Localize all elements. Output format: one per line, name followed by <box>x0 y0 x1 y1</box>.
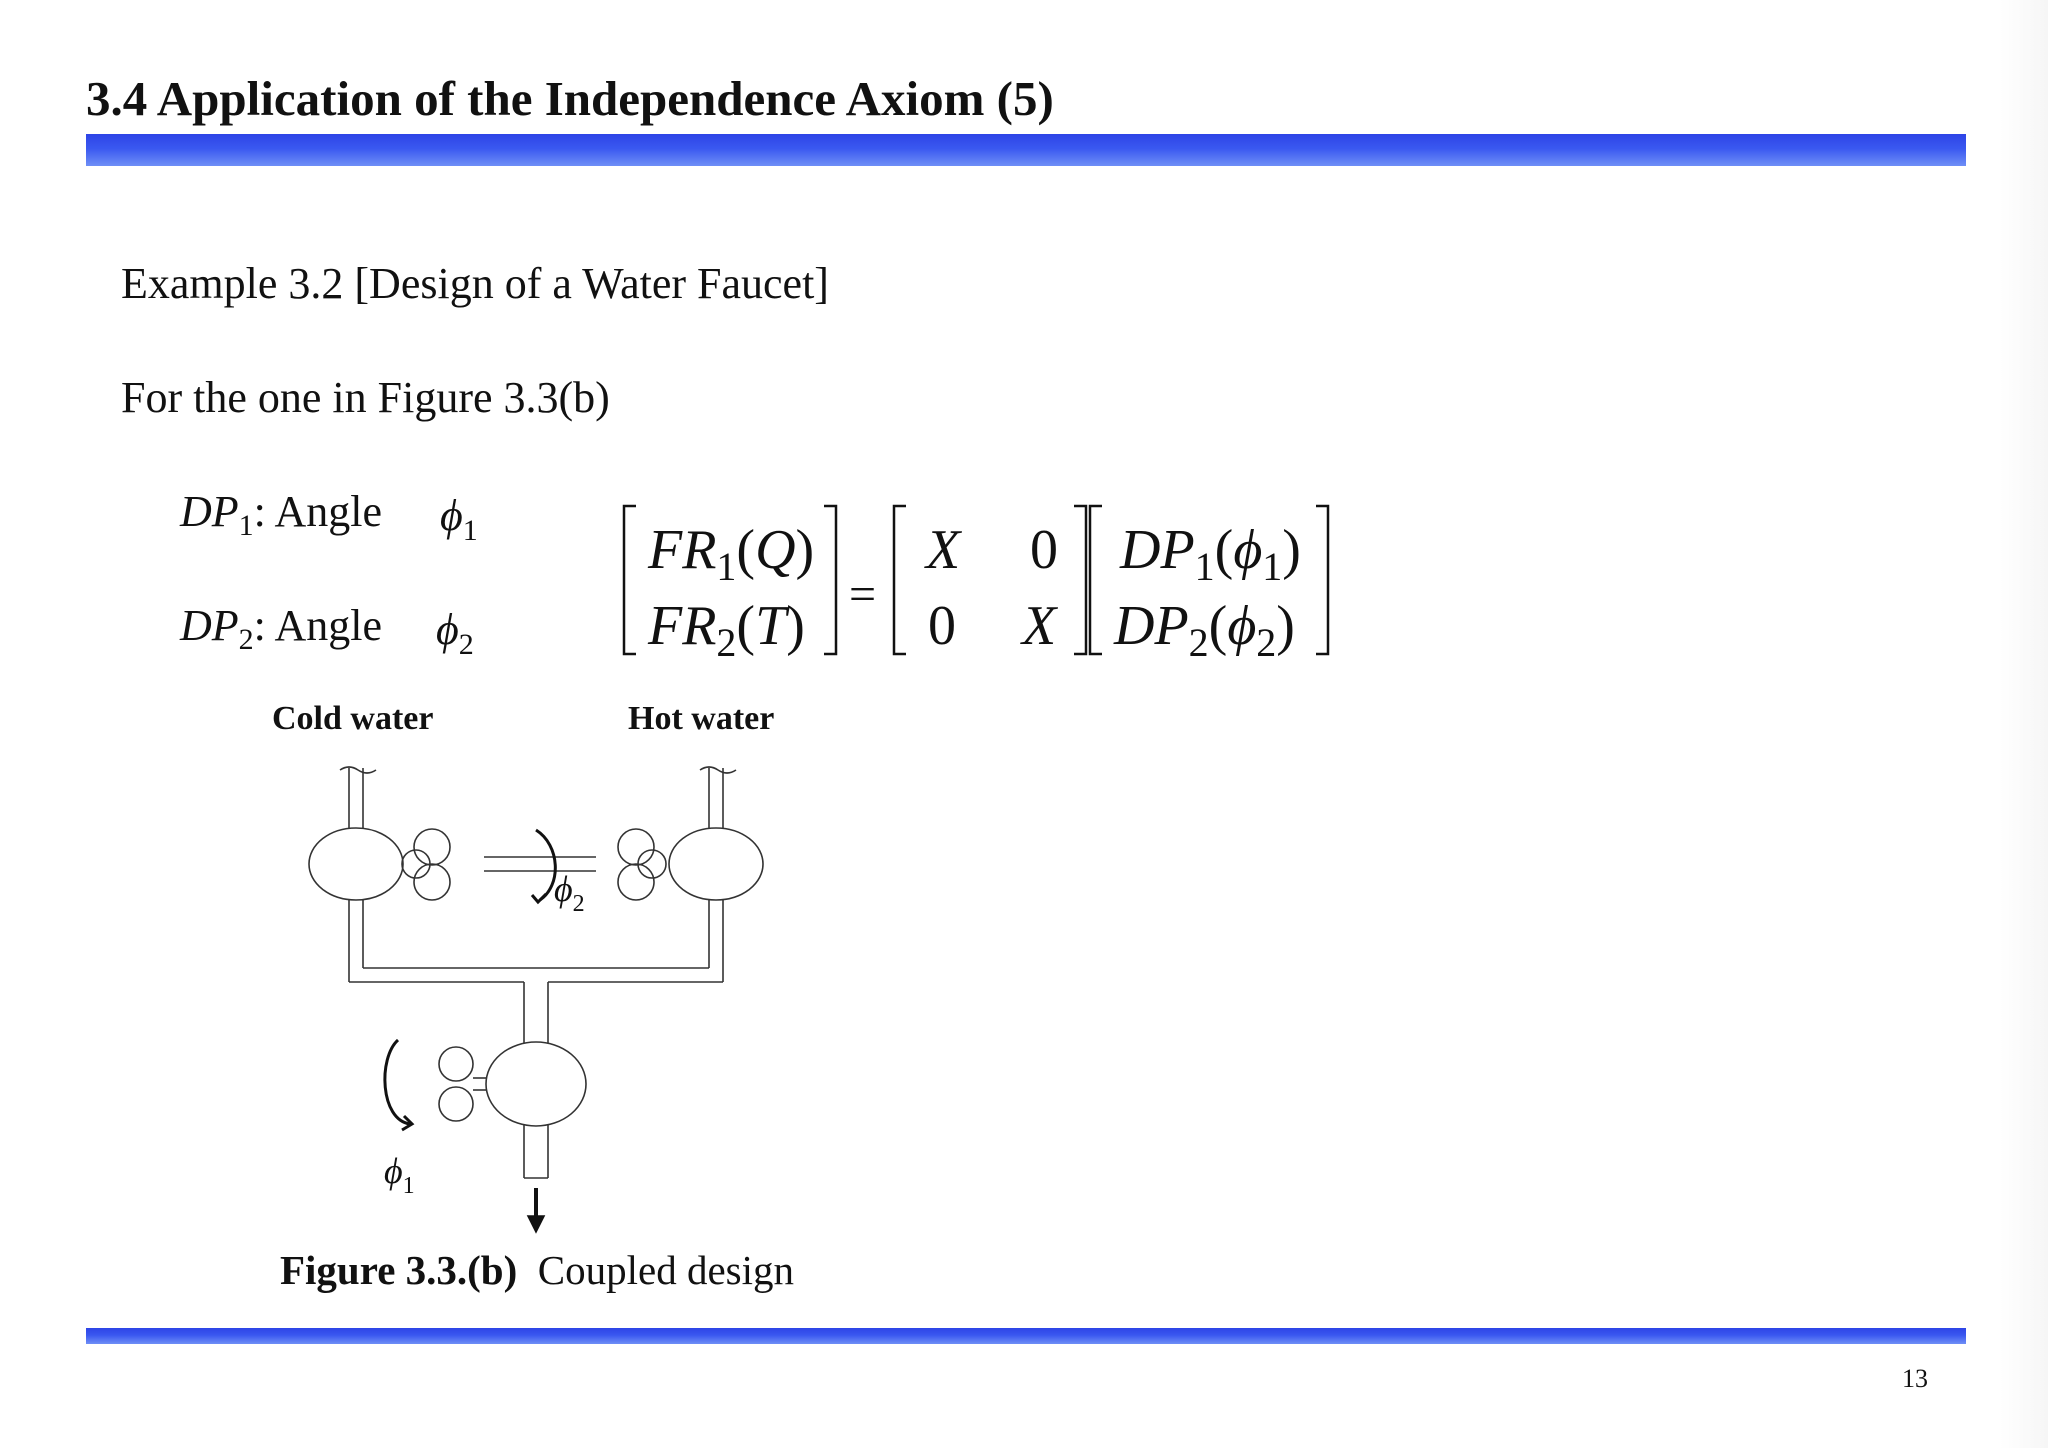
cold-inlet-pipe <box>339 766 377 830</box>
rhs-brackets <box>1088 504 1330 656</box>
lhs-brackets <box>622 504 838 656</box>
connecting-shaft <box>484 856 596 872</box>
matrix-cell-2-1: 0 <box>928 595 956 657</box>
design-matrix-equation: FR1(Q) FR2(T) = X 0 0 X DP1(ϕ1) DP2(ϕ2) <box>622 504 1330 665</box>
dp1-subscript: 1 <box>238 509 254 542</box>
intro-line: For the one in Figure 3.3(b) <box>121 373 610 422</box>
matrix-brackets <box>892 504 1088 656</box>
example-heading: Example 3.2 [Design of a Water Faucet] <box>121 259 829 308</box>
page-edge-shadow <box>2000 0 2048 1448</box>
slide-title: 3.4 Application of the Independence Axio… <box>86 71 1054 126</box>
rhs-entry-1: DP1(ϕ1) <box>1119 519 1301 589</box>
outlet-spout <box>523 1124 549 1179</box>
dp1-phi-symbol: ϕ1 <box>440 491 478 547</box>
cold-valve-knob <box>401 828 451 901</box>
hot-valve-body <box>668 827 764 901</box>
figure-caption-text: Coupled design <box>537 1247 794 1293</box>
figure-phi1-label: ϕ1 <box>384 1151 415 1199</box>
dp2-subscript: 2 <box>238 623 254 656</box>
lhs-entry-1: FR1(Q) <box>647 519 814 589</box>
matrix-cell-1-1: X <box>924 519 963 581</box>
cold-valve-body <box>308 827 404 901</box>
flow-down-arrow-icon <box>526 1188 546 1234</box>
dp2-symbol: DP <box>180 601 239 650</box>
dp2-phi-symbol: ϕ2 <box>436 605 474 661</box>
dp1-label: : Angle <box>253 487 382 536</box>
outlet-manifold <box>348 900 724 1044</box>
matrix-cell-2-2: X <box>1020 595 1059 657</box>
dp2-definition: DP2: Angle <box>180 600 382 657</box>
rhs-entry-2: DP2(ϕ2) <box>1113 595 1295 665</box>
phi2-rotation-arrow-icon <box>530 828 557 905</box>
hot-valve-knob <box>617 828 667 901</box>
lhs-entry-2: FR2(T) <box>647 595 805 665</box>
hot-water-label: Hot water <box>628 700 775 737</box>
phi1-rotation-arrow-icon <box>383 1038 415 1132</box>
footer-bar <box>86 1328 1966 1344</box>
cold-water-label: Cold water <box>272 700 434 737</box>
figure-phi2-label: ϕ2 <box>554 869 585 917</box>
matrix-cell-1-2: 0 <box>1030 519 1058 581</box>
figure-caption: Figure 3.3.(b) Coupled design <box>280 1246 794 1294</box>
faucet-schematic <box>308 766 764 1234</box>
equals-sign: = <box>849 568 876 621</box>
page-number: 13 <box>1902 1364 1928 1393</box>
title-underline-bar <box>86 134 1966 166</box>
mixing-valve-knob <box>438 1046 486 1122</box>
dp2-label: : Angle <box>253 601 382 650</box>
mixing-valve-body <box>485 1041 587 1127</box>
hot-inlet-pipe <box>699 766 737 830</box>
figure-caption-number: Figure 3.3.(b) <box>280 1247 518 1293</box>
dp1-symbol: DP <box>180 487 239 536</box>
dp1-definition: DP1: Angle <box>180 486 382 543</box>
